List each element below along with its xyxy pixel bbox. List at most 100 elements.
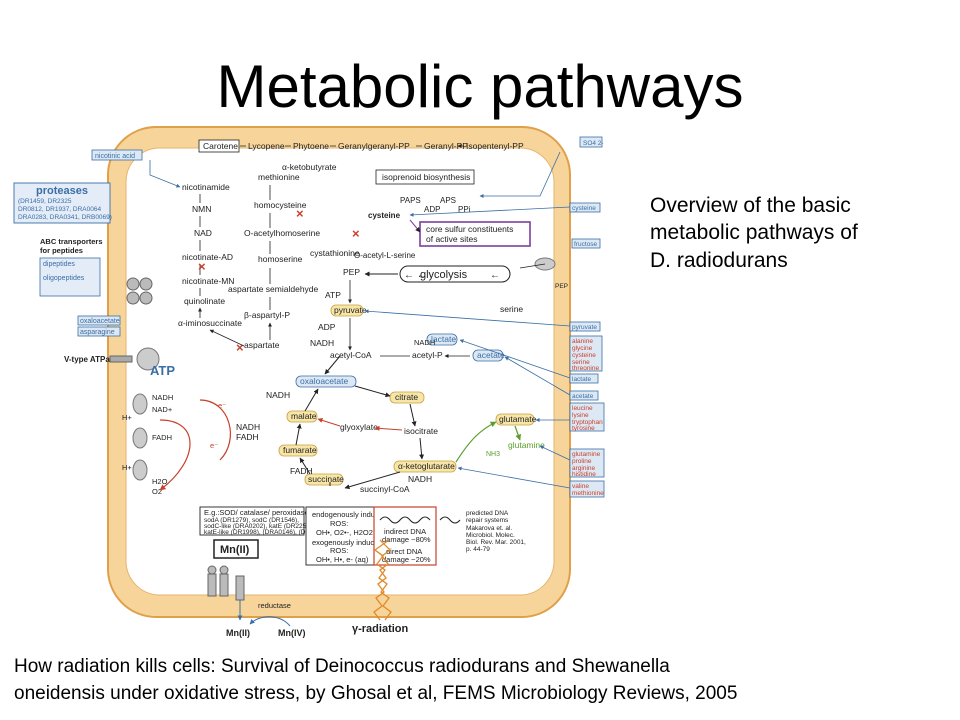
aa-alanine: alanine — [572, 338, 593, 345]
atp-glyco: ATP — [325, 290, 341, 300]
repair-line-6: p. 44-79 — [466, 546, 490, 553]
core-sulfur-line-1: core sulfur constituents — [426, 224, 513, 234]
indirect-line-1: indirect DNA — [384, 527, 426, 536]
proteases-list-3: DRA0283, DRA0341, DRB0069) — [18, 214, 112, 221]
ketobutyrate-node: α-ketobutyrate — [282, 162, 337, 172]
exo-line-1: exogenously induced — [312, 538, 382, 547]
ppi-node: PPi — [458, 205, 471, 214]
direct-line-1: direct DNA — [386, 547, 422, 556]
carotene-label: Carotene — [203, 141, 238, 151]
h-plus-2: H+ — [122, 463, 132, 472]
nadh-resp: NADH — [152, 393, 173, 402]
cell-interior — [125, 147, 555, 596]
sod-line-1: E.g.:SOD/ catalase/ peroxidase systems — [204, 508, 338, 517]
methionine-pathway: α-ketobutyrate methionine homocysteine O… — [209, 162, 360, 355]
aa-cysteine: cysteine — [572, 352, 596, 359]
ggpp-label: Geranylgeranyl-PP — [338, 141, 410, 151]
sod-line-2: sodA (DR1279), sodC (DR1546), — [204, 517, 299, 524]
aa-leucine: leucine — [572, 405, 593, 412]
overview-line-1: Overview of the basic — [650, 194, 851, 217]
acetate-node: acetate — [477, 350, 505, 360]
sulfur-assimilation: isoprenoid biosynthesis cysteine PAPS AP… — [352, 151, 571, 260]
aa-glutamine: glutamine — [572, 451, 601, 458]
pep-node: PEP — [343, 267, 360, 277]
overview-line-2: metabolic pathways of — [650, 221, 858, 245]
carotenoid-chain: Carotene Lycopene Phytoene Geranylgerany… — [198, 139, 524, 153]
mn-region: reductase Mn(II) Mn(IV) γ-radiation — [207, 539, 409, 638]
aa-tryptophan: tryptophan — [572, 419, 603, 426]
e-minus-1: e⁻ — [218, 401, 226, 410]
reductase-label: reductase — [258, 601, 291, 610]
nadh-tca-3: NADH — [408, 474, 432, 484]
nad-node: NAD — [194, 228, 212, 238]
lactate-node: lactate — [431, 334, 456, 344]
ipp-label: Isopentenyl-PP — [466, 141, 524, 151]
fadh-tca: FADH — [236, 432, 259, 442]
atpase-icon — [109, 347, 160, 371]
glutamine-node: glutamine — [508, 440, 545, 450]
inhibition-x-4: × — [352, 226, 360, 241]
phytoene-label: Phytoene — [293, 141, 329, 151]
glycolysis-arrows: ← ← — [404, 270, 427, 281]
gamma-radiation-label: γ-radiation — [352, 623, 409, 635]
oxaloacetate-node: oxaloacetate — [300, 376, 348, 386]
isoprenoid-biosynthesis-label: isoprenoid biosynthesis — [382, 172, 470, 182]
v-atpase-label: V-type ATPase — [64, 355, 119, 364]
glutamate-cluster: glutamate glutamine NH3 — [455, 413, 571, 489]
o-acetylhomoserine-node: O-acetylhomoserine — [244, 228, 320, 238]
nadh-glyco-2: NADH — [310, 338, 334, 348]
glycolysis-region: PEP glycolysis ← ← ← ATP pyruvate serine… — [310, 263, 571, 396]
homoserine-node: homoserine — [258, 254, 303, 264]
complex-icons — [132, 393, 148, 481]
e-minus-2: e⁻ — [210, 441, 218, 450]
nh3-node: NH3 — [486, 451, 500, 458]
abc-transporters-label: ABC transporters — [40, 237, 103, 246]
oxaloacetate-box-label: oxaloacetate — [80, 318, 120, 325]
o2-resp: O2 — [152, 487, 162, 496]
cystathionine-node: cystathionine — [310, 248, 360, 258]
malate-node: malate — [291, 411, 317, 421]
repair-line-2: repair systems — [466, 517, 509, 524]
citrate-node: citrate — [395, 392, 418, 402]
serine-node: serine — [500, 304, 523, 314]
quinolinate-node: quinolinate — [184, 296, 225, 306]
core-sulfur-line-2: of active sites — [426, 234, 478, 244]
aspartate-semialdehyde-node: aspartate semialdehyde — [228, 284, 319, 294]
citation-line-2: oneidensis under oxidative stress, by Gh… — [14, 682, 738, 704]
pep-right-label: PEP — [555, 283, 568, 290]
homocysteine-node: homocysteine — [254, 200, 307, 210]
adp-node: ADP — [424, 205, 440, 214]
aa-valine: valine — [572, 483, 589, 490]
direct-line-2: damage ~20% — [382, 555, 431, 564]
lactate-box-label: lactate — [572, 376, 592, 383]
h-plus-1: H+ — [122, 413, 132, 422]
aa-arginine: arginine — [572, 465, 596, 472]
succinate-node: succinate — [308, 474, 344, 484]
fadh-tca-2: FADH — [290, 466, 313, 476]
so4-label: SO4 2- — [583, 140, 604, 147]
ros-region: E.g.:SOD/ catalase/ peroxidase systems s… — [199, 506, 526, 566]
endo-line-2: ROS: — [330, 519, 348, 528]
sod-line-3: sodC-like (DRA0202), katE (DR2259), — [204, 523, 314, 530]
proteases-title: proteases — [36, 185, 88, 197]
mn-ii-box-label: Mn(II) — [220, 544, 250, 556]
inhibition-x-2: × — [296, 206, 304, 221]
abc-transporter-icon — [126, 277, 153, 305]
aa-histidine: histidine — [572, 471, 596, 478]
mn-iv-label: Mn(IV) — [278, 628, 306, 638]
proteases-list-2: DR0812, DR1937, DRA0064 — [18, 206, 101, 213]
nadh-glyco: NADH — [414, 338, 435, 347]
lycopene-label: Lycopene — [248, 141, 285, 151]
pyruvate-node: pyruvate — [334, 305, 367, 315]
paps-node: PAPS — [400, 196, 421, 205]
h2o-resp: H2O — [152, 477, 168, 486]
asparagine-box-label: asparagine — [80, 329, 115, 336]
aa-tyrosine: tyrosine — [572, 425, 595, 432]
gpp-label: Geranyl-PP — [424, 141, 468, 151]
aa-lysine: lysine — [572, 412, 589, 419]
repair-line-4: Microbiol. Molec. — [466, 532, 515, 539]
aa-proline: proline — [572, 458, 592, 465]
aps-node: APS — [440, 196, 456, 205]
beta-aspartyl-p-node: β-aspartyl-P — [244, 310, 290, 320]
